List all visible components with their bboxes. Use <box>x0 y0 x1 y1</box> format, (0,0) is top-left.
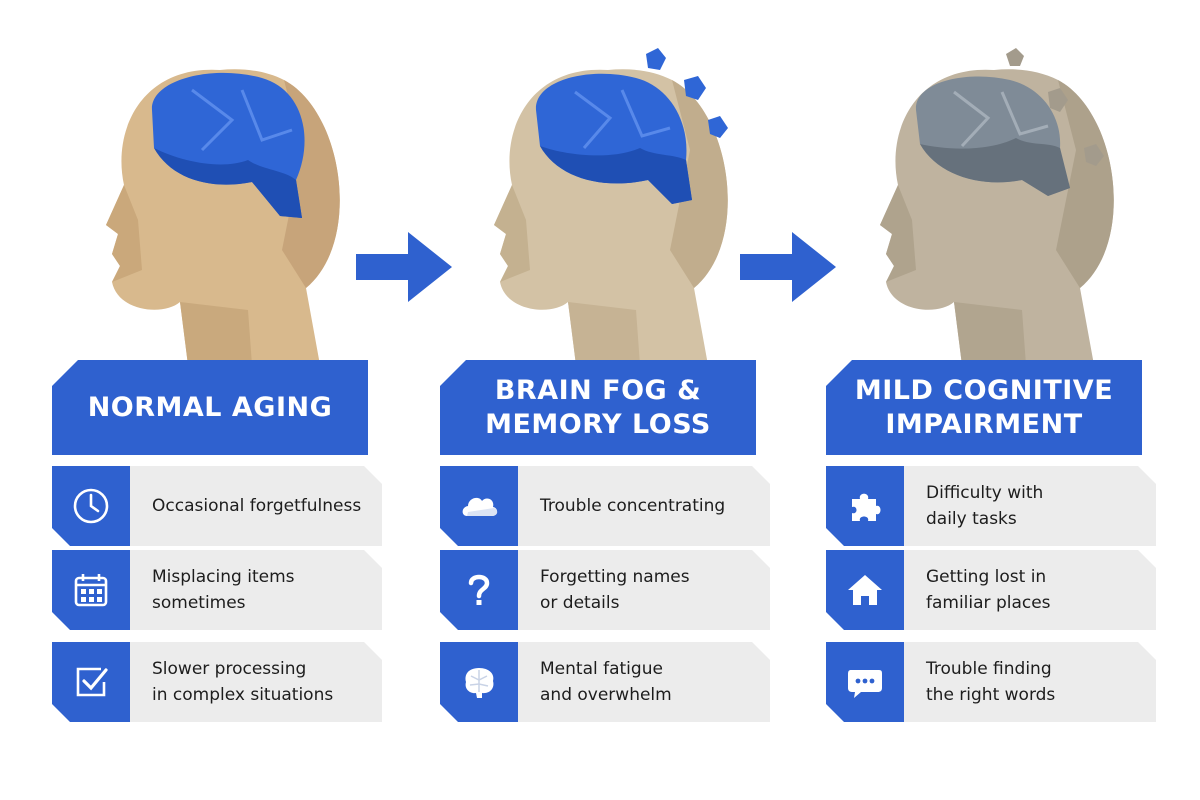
item-text-line: Difficulty with <box>926 483 1044 503</box>
item-text-line: Getting lost in <box>926 567 1047 587</box>
item-text-line: in complex situations <box>152 685 334 705</box>
stage-normal-aging: NORMAL AGING Occasional forgetfulness <box>52 0 382 800</box>
item-icon-box <box>440 550 518 630</box>
item-text-line: the right words <box>926 685 1056 705</box>
item-icon-box <box>440 466 518 546</box>
question-mark-icon <box>459 570 499 610</box>
head-with-blue-brain-icon <box>106 69 340 365</box>
stage-title-line: MILD COGNITIVE <box>854 374 1114 406</box>
item-text-line: familiar places <box>926 593 1051 613</box>
item-text: Forgetting names or details <box>518 550 770 630</box>
item-text-line: Slower processing <box>152 659 307 679</box>
list-item: Mental fatigue and overwhelm <box>440 642 770 722</box>
list-item: Slower processing in complex situations <box>52 642 382 722</box>
stage-brain-fog: BRAIN FOG & MEMORY LOSS Trouble concentr… <box>440 0 770 800</box>
arrow-right-icon <box>356 232 452 302</box>
item-text-line: and overwhelm <box>540 685 672 705</box>
item-text: Mental fatigue and overwhelm <box>518 642 770 722</box>
cloud-icon <box>459 486 499 526</box>
head-illustration-normal <box>52 20 382 365</box>
item-text: Trouble finding the right words <box>904 642 1156 722</box>
list-item: Misplacing items sometimes <box>52 550 382 630</box>
list-item: Getting lost in familiar places <box>826 550 1156 630</box>
house-icon <box>845 570 885 610</box>
item-text: Slower processing in complex situations <box>130 642 382 722</box>
head-illustration-mci <box>826 20 1156 365</box>
stage-title-line: MEMORY LOSS <box>485 408 711 440</box>
item-icon-box <box>826 466 904 546</box>
head-with-gray-brain-icon <box>880 48 1114 365</box>
item-text: Difficulty with daily tasks <box>904 466 1156 546</box>
item-icon-box <box>440 642 518 722</box>
item-text-line: sometimes <box>152 593 246 613</box>
item-text-line: Trouble finding <box>926 659 1052 679</box>
list-item: Difficulty with daily tasks <box>826 466 1156 546</box>
item-icon-box <box>826 550 904 630</box>
list-item: Trouble concentrating <box>440 466 770 546</box>
puzzle-piece-icon <box>845 486 885 526</box>
item-icon-box <box>826 642 904 722</box>
stage-title-line: IMPAIRMENT <box>885 408 1083 440</box>
item-text-line: Trouble concentrating <box>540 496 726 516</box>
item-text: Misplacing items sometimes <box>130 550 382 630</box>
item-text: Trouble concentrating <box>518 466 770 546</box>
arrow-right-icon <box>740 232 836 302</box>
item-icon-box <box>52 550 130 630</box>
head-with-fragmenting-brain-icon <box>494 48 728 365</box>
stage-title: MILD COGNITIVE IMPAIRMENT <box>826 360 1142 455</box>
item-text: Getting lost in familiar places <box>904 550 1156 630</box>
brain-icon <box>459 662 499 702</box>
list-item: Trouble finding the right words <box>826 642 1156 722</box>
item-text-line: Occasional forgetfulness <box>152 496 362 516</box>
item-text-line: daily tasks <box>926 509 1017 529</box>
item-text-line: Mental fatigue <box>540 659 663 679</box>
item-icon-box <box>52 466 130 546</box>
item-text-line: Forgetting names <box>540 567 690 587</box>
stage-title-line: NORMAL AGING <box>87 391 333 423</box>
list-item: Forgetting names or details <box>440 550 770 630</box>
stage-title: BRAIN FOG & MEMORY LOSS <box>440 360 756 455</box>
list-item: Occasional forgetfulness <box>52 466 382 546</box>
stage-title-line: BRAIN FOG & <box>494 374 702 406</box>
item-text: Occasional forgetfulness <box>130 466 382 546</box>
item-text-line: Misplacing items <box>152 567 295 587</box>
stage-mild-cognitive-impairment: MILD COGNITIVE IMPAIRMENT Difficulty wit… <box>826 0 1156 800</box>
item-icon-box <box>52 642 130 722</box>
stage-title: NORMAL AGING <box>52 360 368 455</box>
clock-icon <box>71 486 111 526</box>
calendar-icon <box>71 570 111 610</box>
speech-bubble-icon <box>845 662 885 702</box>
item-text-line: or details <box>540 593 620 613</box>
checkbox-icon <box>71 662 111 702</box>
head-illustration-brain-fog <box>440 20 770 365</box>
